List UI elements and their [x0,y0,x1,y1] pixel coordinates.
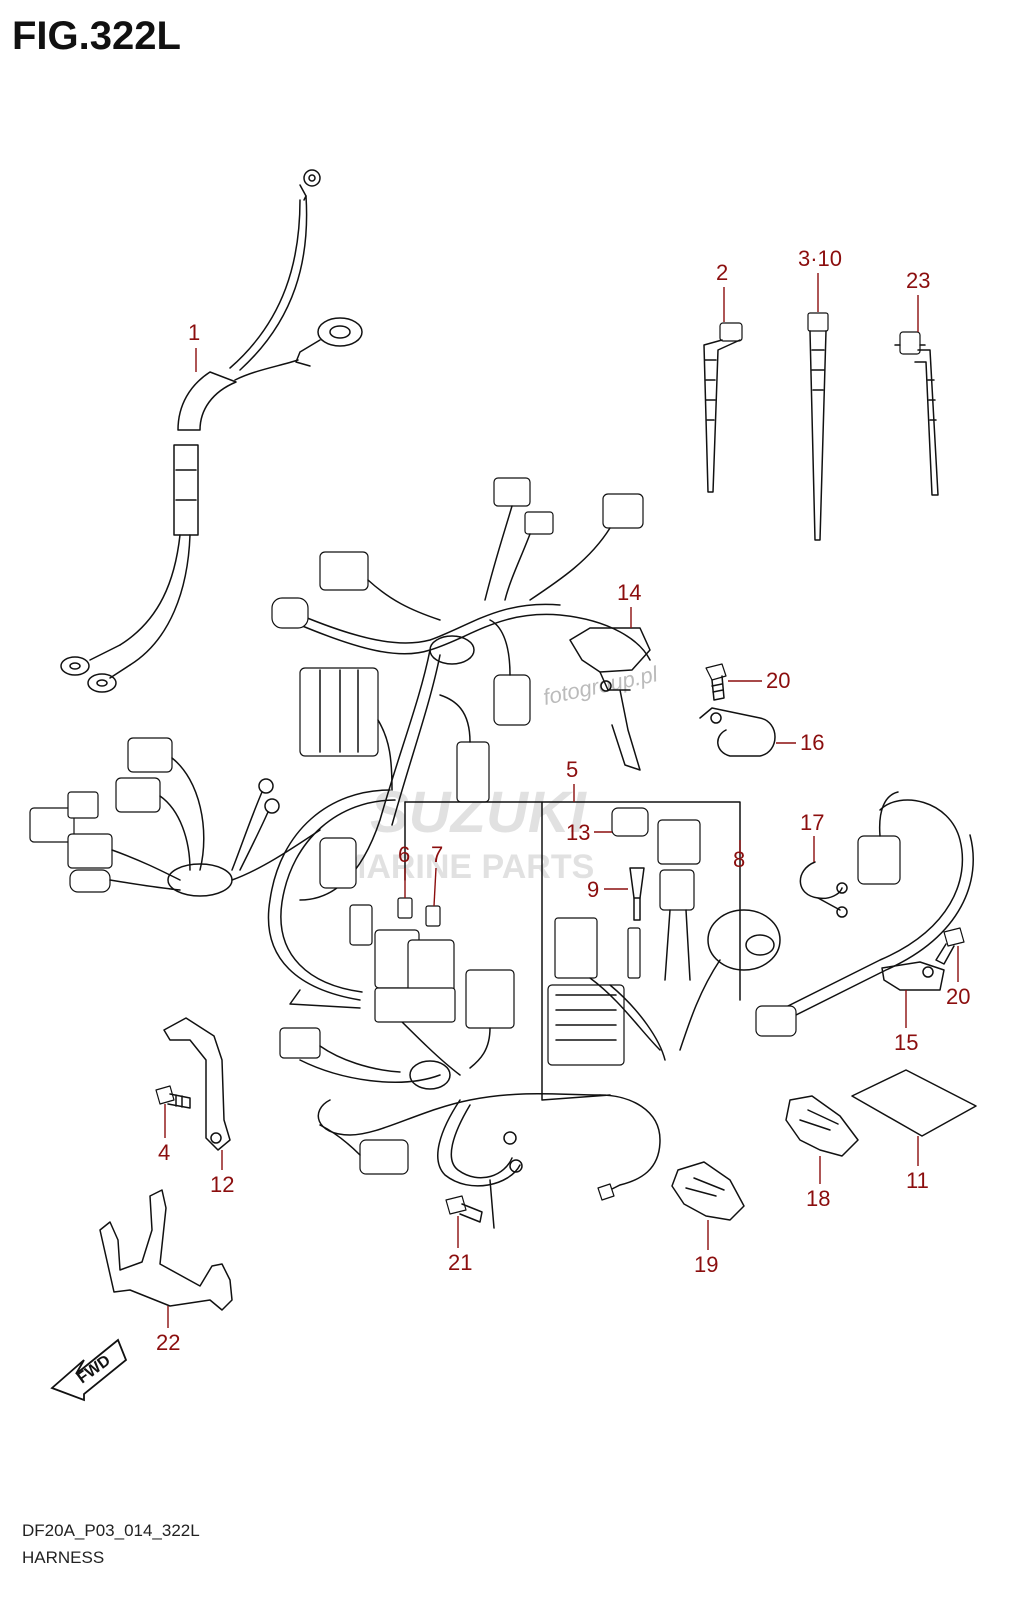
callout-23: 23 [906,268,930,293]
callout-20-lower: 20 [946,984,970,1009]
callout-15: 15 [894,1030,918,1055]
callout-11: 11 [906,1168,929,1193]
part-21-bolt [445,1179,495,1229]
callout-19: 19 [694,1252,718,1277]
callout-17: 17 [800,810,824,835]
part-22-bracket [99,1189,233,1311]
callout-22: 22 [156,1330,180,1355]
callout-18: 18 [806,1186,830,1211]
figure-code: DF20A_P03_014_322L [22,1521,200,1540]
callouts: 1 2 3·10 23 14 20 16 5 13 6 7 8 9 17 20 … [156,246,970,1355]
callout-3-10: 3·10 [798,246,842,271]
part-15-bracket [881,961,945,991]
callout-20-upper: 20 [766,668,790,693]
callout-12: 12 [210,1172,234,1197]
figure-title: FIG.322L [12,14,181,58]
part-19-clip [671,1161,745,1221]
callout-16: 16 [800,730,824,755]
callout-13: 13 [566,820,590,845]
callout-2: 2 [716,260,728,285]
part-20-bolt-upper [705,663,727,701]
part-11-sheet [851,1069,977,1137]
callout-9: 9 [587,877,599,902]
part-14-bracket [569,627,651,771]
callout-6: 6 [398,842,410,867]
part-23-cable-tie [894,331,939,496]
part-3-10-cable-tie [807,312,829,541]
part-17-ring [799,861,848,918]
callout-21: 21 [448,1250,472,1275]
part-16-clamp [699,707,776,757]
callout-4: 4 [158,1140,170,1165]
callout-8: 8 [733,847,745,872]
main-harness [29,477,974,1201]
callout-7: 7 [431,842,443,867]
figure-name: HARNESS [22,1548,105,1567]
fwd-arrow: FWD [50,1338,128,1402]
part-18-clip [785,1095,859,1157]
callout-1: 1 [188,320,200,345]
part-4-bolt [155,1085,191,1109]
part-20-bolt-lower [935,927,965,965]
callout-14: 14 [617,580,641,605]
part-12-bracket [163,1017,231,1151]
watermark-line2: MARINE PARTS [338,848,594,886]
callout-5: 5 [566,757,578,782]
part-2-cable-tie [703,322,743,493]
part-1-battery-cable [60,169,363,693]
